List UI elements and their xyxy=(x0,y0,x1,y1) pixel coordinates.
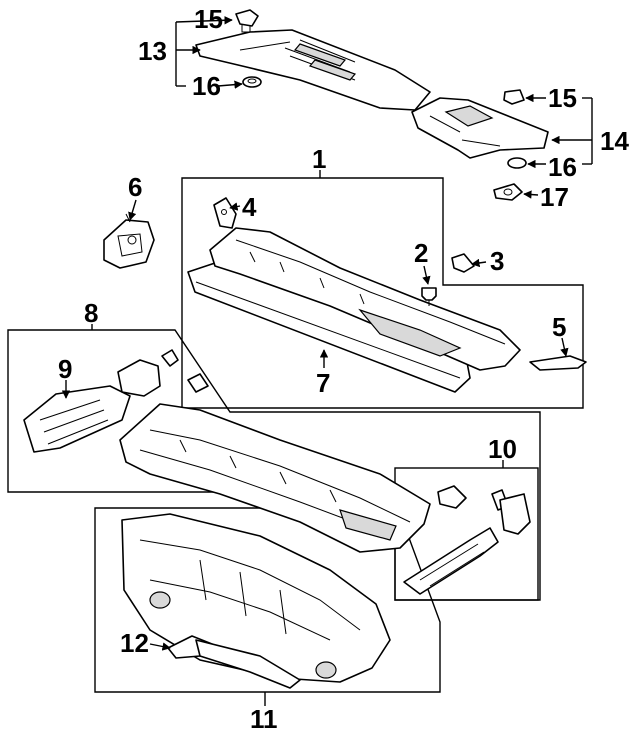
callout-14: 14 xyxy=(600,126,629,156)
bracket-5-part xyxy=(529,355,587,371)
callout-16-top: 16 xyxy=(192,71,221,101)
grommet-16-right-part xyxy=(507,157,527,169)
cowl-structure-8-part xyxy=(119,403,431,553)
cowl-cover-left-part xyxy=(195,29,431,111)
cowl-top-1-part xyxy=(209,227,521,371)
clip-17-part xyxy=(493,183,523,201)
cowl-cover-right-part xyxy=(411,97,549,159)
leader-6 xyxy=(128,199,137,221)
callout-16-right: 16 xyxy=(548,152,577,182)
leader-12 xyxy=(149,642,171,651)
clip-3-part xyxy=(451,253,475,273)
callout-15-right: 15 xyxy=(548,83,577,113)
callout-9: 9 xyxy=(58,354,72,384)
clip-15-right-part xyxy=(503,89,525,105)
leader-5 xyxy=(560,337,569,357)
bolt-2-part xyxy=(421,287,437,306)
leader-3 xyxy=(471,258,487,268)
group-box-8 xyxy=(7,329,541,601)
leader-16a-end xyxy=(217,80,243,89)
callout-3: 3 xyxy=(490,246,504,276)
callout-1: 1 xyxy=(312,144,326,174)
callout-8: 8 xyxy=(84,298,98,328)
callout-17: 17 xyxy=(540,182,569,212)
bracket-6-part xyxy=(103,213,155,269)
bracket-12-part xyxy=(167,635,301,689)
bracket-4-part xyxy=(213,197,237,229)
leader-15a xyxy=(175,16,233,25)
bracket-10-part xyxy=(403,485,531,595)
callout-10: 10 xyxy=(488,434,517,464)
callout-12: 12 xyxy=(120,628,149,658)
callout-4: 4 xyxy=(242,192,257,222)
grommet-16-left-part xyxy=(242,76,262,88)
leader-4 xyxy=(229,202,241,211)
callout-2: 2 xyxy=(414,238,428,268)
leader-17 xyxy=(523,190,539,199)
leader-2 xyxy=(422,265,431,285)
clip-15-top-part xyxy=(235,9,259,33)
callout-7: 7 xyxy=(316,368,330,398)
callout-5: 5 xyxy=(552,312,566,342)
callout-15-top: 15 xyxy=(194,4,223,34)
callout-13: 13 xyxy=(138,36,167,66)
support-9-part xyxy=(23,349,209,453)
callout-11: 11 xyxy=(250,704,278,734)
callout-6: 6 xyxy=(128,172,142,202)
